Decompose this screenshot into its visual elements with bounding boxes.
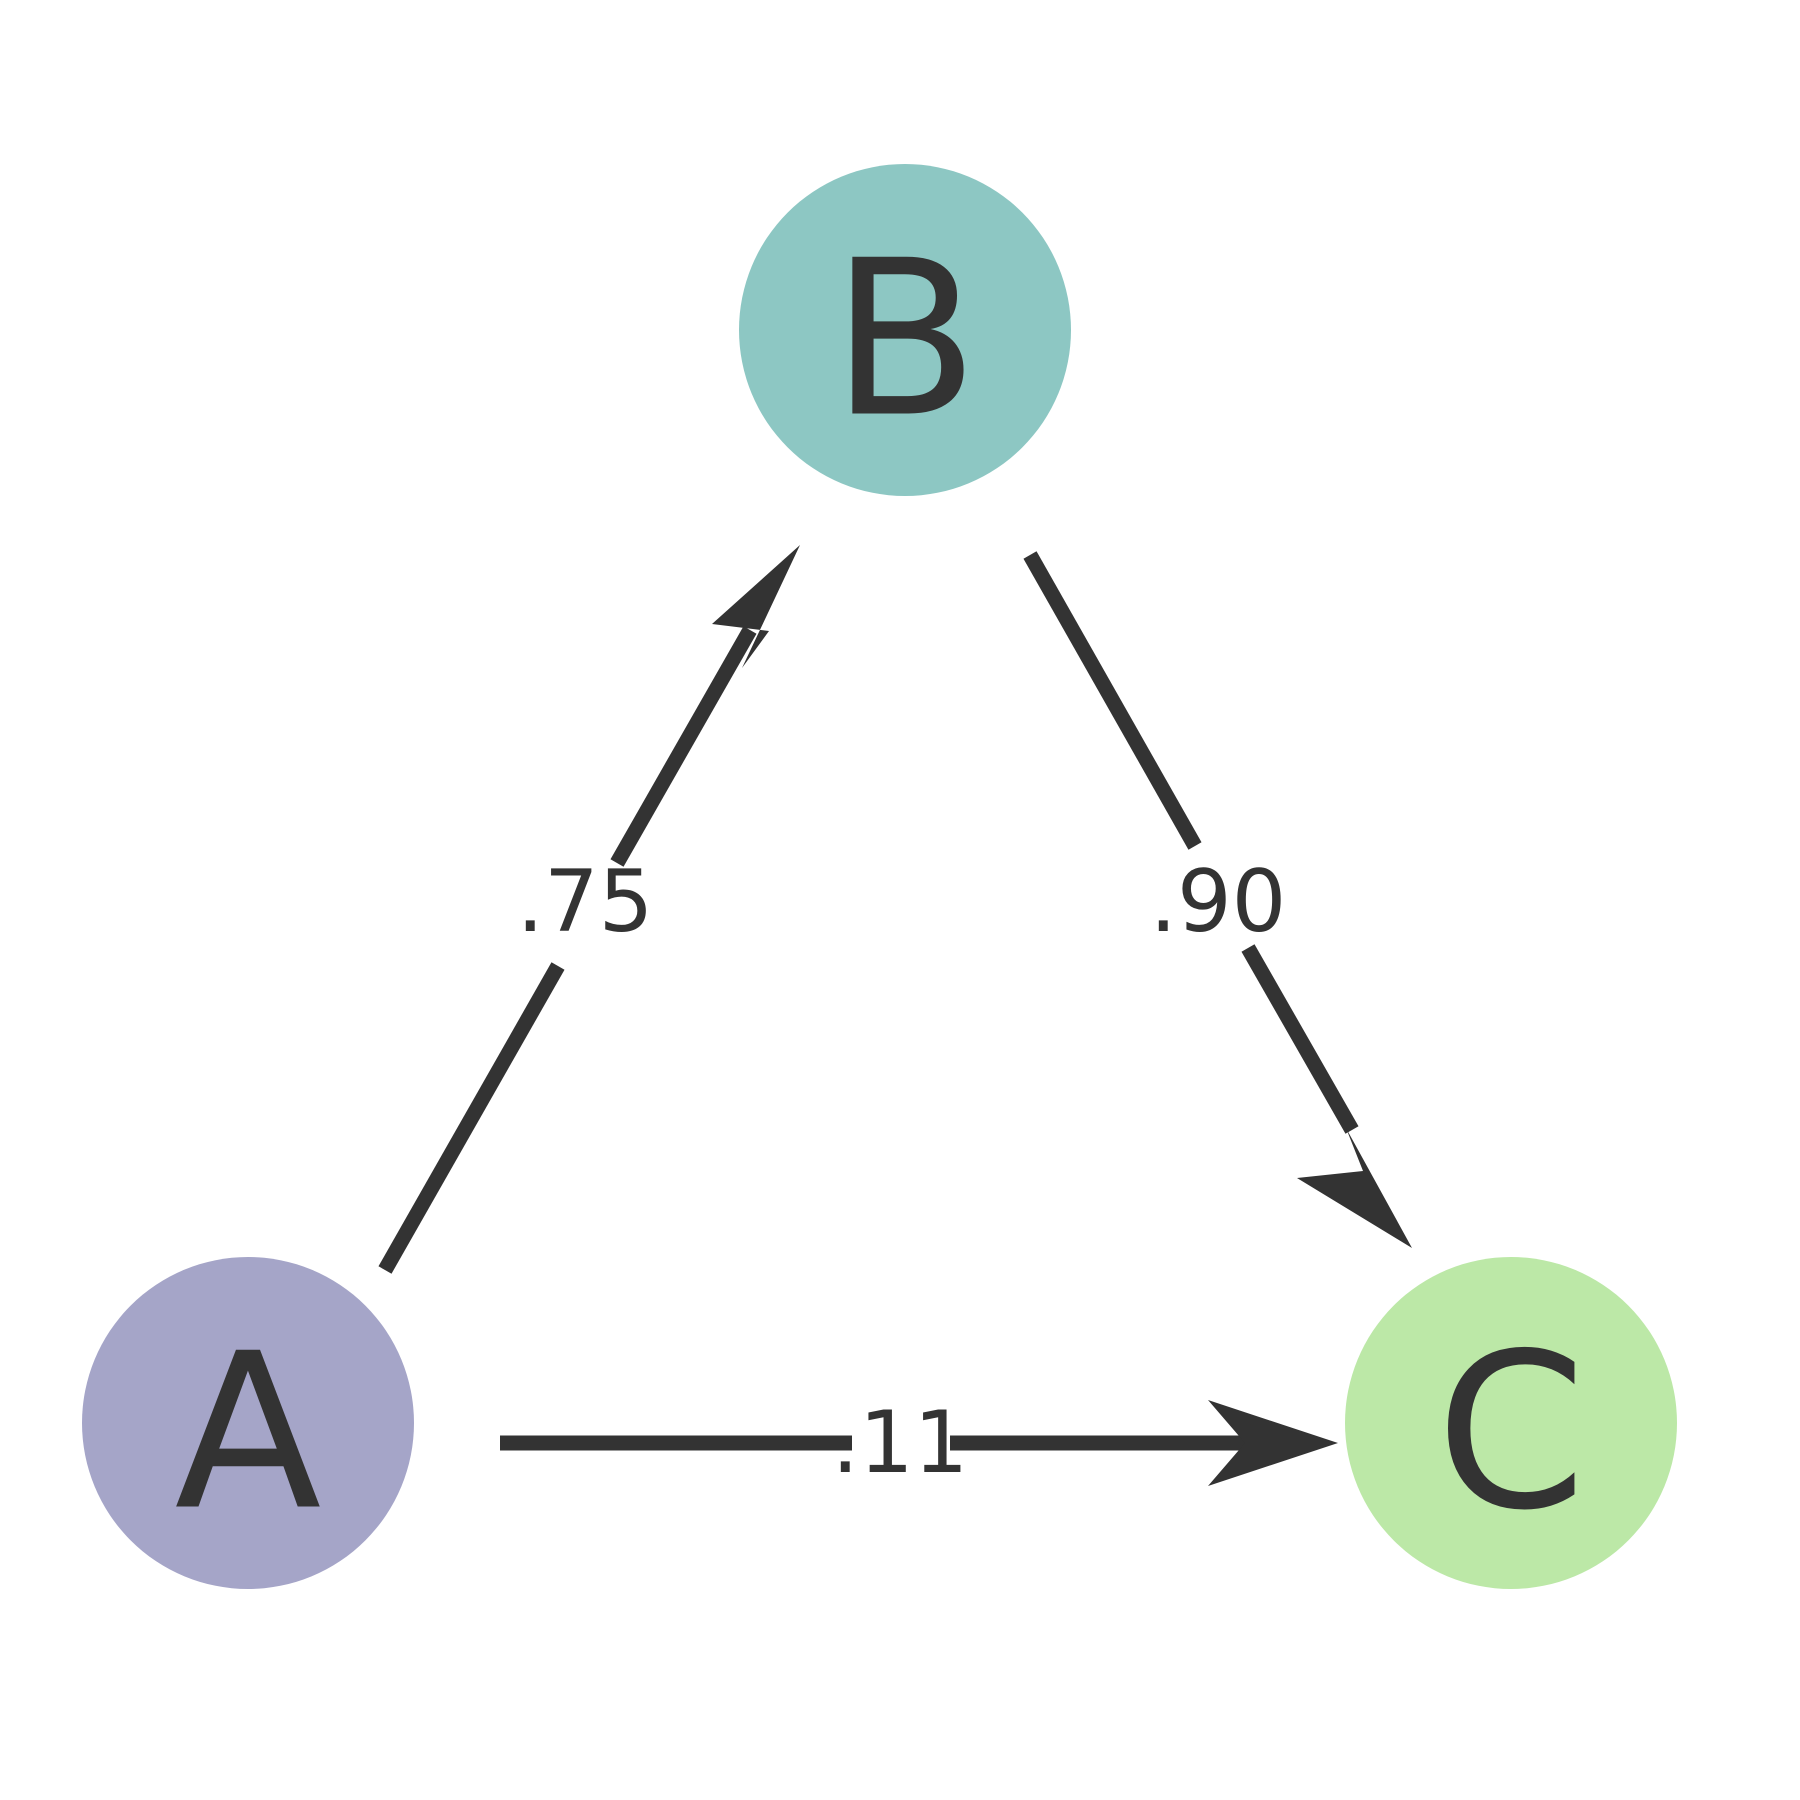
edge-b-to-c-line-upper bbox=[1023, 551, 1202, 850]
edge-label-a-to-c: .11 bbox=[832, 1393, 969, 1493]
node-b[interactable]: B bbox=[739, 164, 1071, 496]
edge-a-to-b[interactable]: .75 bbox=[378, 545, 800, 1274]
edge-label-b-to-c: .90 bbox=[1150, 852, 1287, 952]
edge-a-to-b-arrowhead bbox=[712, 545, 800, 668]
edge-b-to-c-line-lower bbox=[1241, 944, 1359, 1134]
node-b-label: B bbox=[831, 214, 979, 465]
edge-b-to-c-arrowhead bbox=[1297, 1128, 1412, 1248]
node-a[interactable]: A bbox=[82, 1257, 414, 1589]
node-a-label: A bbox=[174, 1307, 321, 1558]
node-c-label: C bbox=[1436, 1307, 1586, 1558]
node-b-circle[interactable] bbox=[739, 164, 1071, 496]
edge-label-a-to-b: .75 bbox=[517, 852, 654, 952]
node-c[interactable]: C bbox=[1345, 1257, 1677, 1589]
node-a-circle[interactable] bbox=[82, 1257, 414, 1589]
edge-b-to-c[interactable]: .90 bbox=[1023, 551, 1412, 1248]
node-c-circle[interactable] bbox=[1345, 1257, 1677, 1589]
edge-a-to-b-line-lower bbox=[378, 962, 565, 1274]
edge-a-to-c[interactable]: .11 bbox=[500, 1393, 1338, 1493]
edge-a-to-c-arrowhead bbox=[1208, 1400, 1338, 1486]
edge-a-to-b-line-upper bbox=[610, 626, 757, 867]
